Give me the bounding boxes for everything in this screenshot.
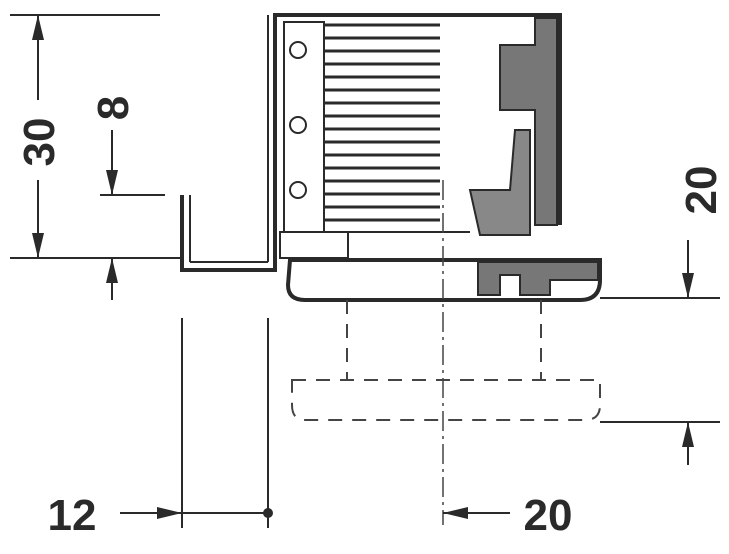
dimension-30: 30 — [10, 14, 180, 259]
profile-body — [180, 13, 562, 272]
dimension-label-bottom-20: 20 — [524, 491, 573, 540]
dimension-8: 8 — [89, 96, 165, 300]
dimension-right-20: 20 — [600, 166, 726, 465]
dimension-label-30: 30 — [15, 118, 64, 167]
dimension-label-8: 8 — [89, 96, 138, 120]
dimension-bottom: 12 20 — [48, 318, 573, 540]
dimension-label-12: 12 — [48, 491, 97, 540]
dimension-label-right-20: 20 — [677, 166, 726, 215]
base-tray — [285, 180, 602, 525]
